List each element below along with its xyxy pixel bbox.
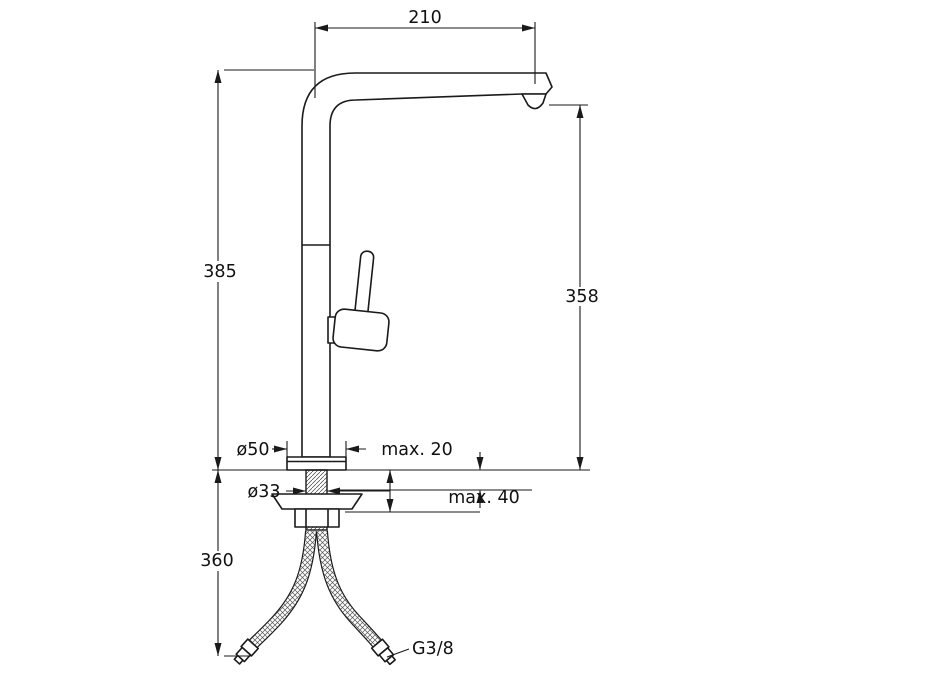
mounting-nut: [294, 508, 340, 528]
leader-line-thread: [386, 648, 410, 658]
mounting-washer: [271, 493, 363, 510]
handle-lever-icon: [354, 250, 375, 318]
dim-label-shank-diameter: ø33: [248, 482, 281, 502]
aerator-outlet: [521, 93, 547, 110]
hose-connector-left: [233, 638, 260, 665]
hose-connector-right: [370, 638, 396, 666]
dim-label-hose-length: 360: [200, 551, 233, 571]
handle-hub: [332, 308, 390, 352]
dim-label-max-counter-thickness-alt: max. 40: [448, 488, 520, 508]
dim-label-spout-reach: 210: [408, 8, 441, 28]
faucet-body-outline: [301, 72, 553, 458]
dim-label-outlet-height: 358: [565, 287, 598, 307]
supply-hose-left: [245, 530, 317, 652]
dim-label-overall-height: 385: [203, 262, 236, 282]
base-flange: [286, 456, 347, 471]
supply-hose-right: [316, 530, 385, 651]
dim-label-base-diameter: ø50: [237, 440, 270, 460]
dim-label-thread: G3/8: [412, 639, 454, 659]
handle-group: [332, 250, 390, 352]
dim-label-max-counter-thickness: max. 20: [381, 440, 453, 460]
